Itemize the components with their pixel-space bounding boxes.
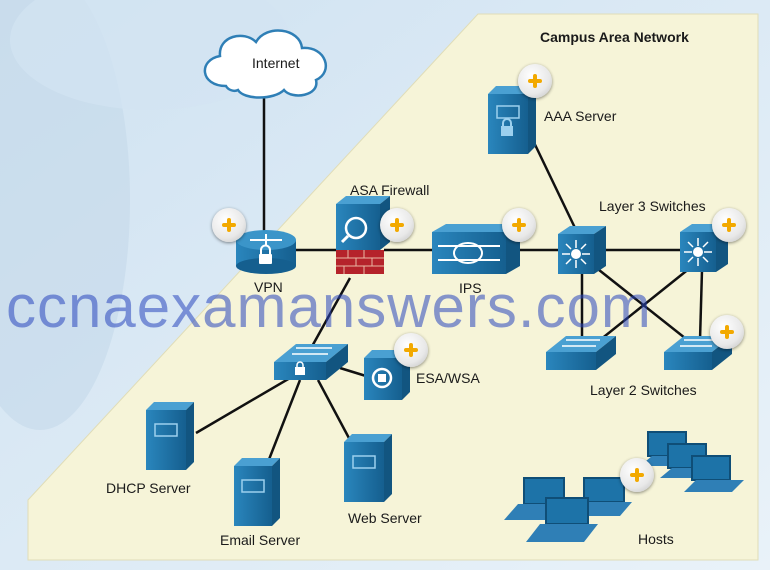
layer3-switches-label: Layer 3 Switches bbox=[599, 198, 706, 214]
expand-layer2-button[interactable] bbox=[710, 315, 744, 349]
internet-cloud-icon bbox=[203, 29, 327, 99]
layer2-switches-label: Layer 2 Switches bbox=[590, 382, 697, 398]
links bbox=[195, 98, 704, 463]
dhcp-server-icon bbox=[146, 402, 194, 470]
vpn-router-icon bbox=[236, 230, 296, 274]
access-switch-icon bbox=[274, 344, 348, 380]
link-l3b-l2b bbox=[698, 269, 704, 341]
expand-ips-button[interactable] bbox=[502, 208, 536, 242]
asa-firewall-icon bbox=[336, 196, 390, 274]
hosts-icon bbox=[504, 431, 744, 542]
layer3-switch-icon bbox=[680, 224, 728, 272]
host-workstation bbox=[684, 455, 744, 492]
expand-vpn-button[interactable] bbox=[212, 208, 246, 242]
email-server-icon bbox=[234, 458, 280, 526]
vpn-label: VPN bbox=[254, 279, 283, 295]
internet-label: Internet bbox=[252, 55, 300, 71]
link-l3b-l2 bbox=[599, 267, 691, 341]
link-l3-l2b bbox=[593, 265, 691, 343]
link-switch-web bbox=[316, 379, 352, 441]
web-server-icon bbox=[344, 434, 392, 502]
esa-wsa-label: ESA/WSA bbox=[416, 370, 480, 386]
host-laptop bbox=[526, 497, 598, 542]
email-server-label: Email Server bbox=[220, 532, 301, 548]
link-aaa-l3 bbox=[526, 129, 578, 231]
link-switch-esa bbox=[339, 366, 367, 378]
expand-hosts-button[interactable] bbox=[620, 458, 654, 492]
layer2-switch-icon bbox=[546, 336, 616, 370]
web-server-label: Web Server bbox=[348, 510, 422, 526]
link-asa-switch bbox=[308, 277, 352, 351]
bg-shape bbox=[0, 0, 130, 430]
expand-asa-button[interactable] bbox=[380, 208, 414, 242]
expand-aaa-button[interactable] bbox=[518, 64, 552, 98]
diagram-title: Campus Area Network bbox=[540, 29, 689, 45]
ips-label: IPS bbox=[459, 280, 482, 296]
layer3-switch-icon bbox=[558, 226, 606, 274]
asa-firewall-label: ASA Firewall bbox=[350, 182, 430, 198]
watermark: ccnaexamanswers.com bbox=[6, 273, 652, 340]
expand-esa-button[interactable] bbox=[394, 333, 428, 367]
link-switch-email bbox=[266, 379, 302, 463]
expand-layer3-button[interactable] bbox=[712, 208, 746, 242]
host-laptop bbox=[568, 477, 632, 516]
hosts-label: Hosts bbox=[638, 531, 674, 547]
link-switch-dhcp bbox=[195, 376, 291, 435]
dhcp-server-label: DHCP Server bbox=[106, 480, 191, 496]
aaa-server-label: AAA Server bbox=[544, 108, 617, 124]
